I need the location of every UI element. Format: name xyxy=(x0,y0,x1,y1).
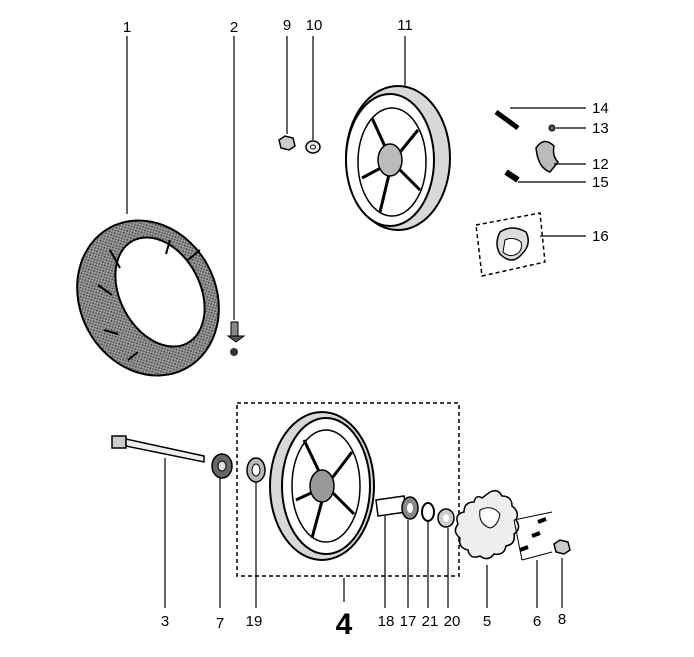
callout-21: 21 xyxy=(422,613,439,630)
callout-16: 16 xyxy=(592,228,609,245)
speedo-drive-part xyxy=(211,453,233,479)
callout-4: 4 xyxy=(336,608,353,641)
bushing-part xyxy=(437,508,455,528)
callout-15: 15 xyxy=(592,174,609,191)
callout-6: 6 xyxy=(533,613,541,630)
callout-20: 20 xyxy=(444,613,461,630)
callout-10: 10 xyxy=(306,17,323,34)
callout-5: 5 xyxy=(483,613,491,630)
callout-3: 3 xyxy=(161,613,169,630)
callout-14: 14 xyxy=(592,100,609,117)
disc-bolts-part xyxy=(513,511,553,561)
brake-pads-part xyxy=(475,212,546,277)
callout-11: 11 xyxy=(397,17,413,34)
callout-9: 9 xyxy=(283,17,291,34)
callout-19: 19 xyxy=(246,613,263,630)
callout-7: 7 xyxy=(216,615,224,632)
tire-part xyxy=(76,219,220,377)
wheel-rim-bottom-part xyxy=(269,411,375,561)
callout-1: 1 xyxy=(123,19,131,36)
wheel-rim-top-part xyxy=(345,85,451,231)
washer-part xyxy=(305,140,321,154)
callout-8: 8 xyxy=(558,611,566,628)
axle-part xyxy=(111,435,205,463)
seal-ring-part xyxy=(421,502,435,522)
callout-labels: 1 2 9 10 11 14 13 12 15 16 3 7 19 4 18 1… xyxy=(123,17,609,641)
axle-nut-part xyxy=(553,539,571,555)
wheel-assembly-box xyxy=(236,402,460,577)
callout-13: 13 xyxy=(592,120,609,137)
callout-12: 12 xyxy=(592,156,609,173)
caliper-small-parts xyxy=(494,109,560,183)
leader-lines xyxy=(126,36,586,608)
brake-disc-part xyxy=(454,489,520,560)
callout-17: 17 xyxy=(400,613,417,630)
nut-part xyxy=(278,135,296,151)
bearing-left-part xyxy=(246,457,266,483)
bearing-right-part xyxy=(401,496,419,520)
callout-2: 2 xyxy=(230,19,238,36)
callout-18: 18 xyxy=(378,613,395,630)
valve-part xyxy=(226,321,246,356)
